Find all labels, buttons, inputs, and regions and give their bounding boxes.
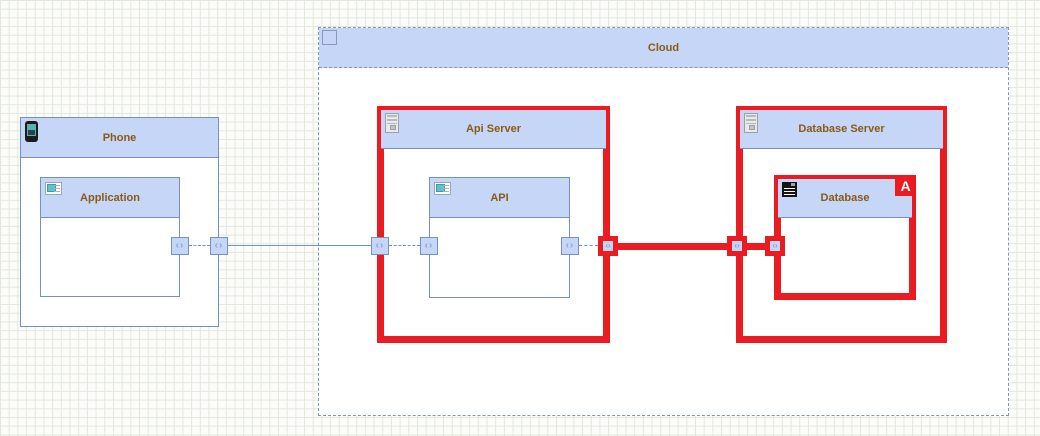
server-icon	[385, 113, 399, 133]
port-database-left-selected[interactable]: ‹›	[765, 236, 785, 256]
edge-application-phone[interactable]	[189, 245, 210, 246]
database-label: Database	[820, 192, 870, 204]
database-node[interactable]: A Database	[774, 175, 916, 300]
edge-phone-apiserver[interactable]	[228, 245, 371, 246]
port-phone-right[interactable]: ‹›	[210, 237, 228, 255]
window-icon	[434, 182, 451, 195]
port-dbserver-left-selected[interactable]: ‹›	[727, 236, 747, 256]
port-apiserver-right-selected[interactable]: ‹›	[598, 236, 618, 256]
api-server-label: Api Server	[465, 123, 522, 135]
cloud-label: Cloud	[647, 41, 680, 54]
edge-apiserver-dbserver-selected[interactable]	[618, 243, 727, 250]
phone-label: Phone	[102, 131, 137, 144]
application-header: Application	[41, 178, 179, 218]
database-marker-badge: A	[895, 175, 916, 196]
api-node[interactable]: API	[429, 177, 570, 298]
phone-header: Phone	[21, 118, 218, 158]
edge-dbserver-database-selected[interactable]	[747, 243, 765, 250]
database-icon	[782, 182, 797, 197]
database-server-label: Database Server	[798, 123, 885, 135]
phone-icon	[25, 121, 38, 142]
database-header: Database	[778, 179, 912, 218]
edge-apiserver-api[interactable]	[389, 245, 420, 246]
database-server-header: Database Server	[740, 110, 943, 149]
application-label: Application	[80, 191, 140, 204]
window-icon	[45, 182, 62, 195]
api-server-header: Api Server	[381, 110, 606, 149]
port-application-right[interactable]: ‹›	[171, 237, 189, 255]
server-icon	[744, 113, 758, 133]
port-apiserver-left[interactable]: ‹›	[371, 237, 389, 255]
port-api-left[interactable]: ‹›	[420, 237, 438, 255]
application-node[interactable]: Application	[40, 177, 180, 297]
api-header: API	[430, 178, 569, 218]
edge-api-apiserver[interactable]	[579, 245, 598, 246]
api-label: API	[490, 191, 509, 204]
cloud-header: Cloud	[319, 28, 1008, 68]
port-api-right[interactable]: ‹›	[561, 237, 579, 255]
container-icon	[322, 30, 337, 45]
